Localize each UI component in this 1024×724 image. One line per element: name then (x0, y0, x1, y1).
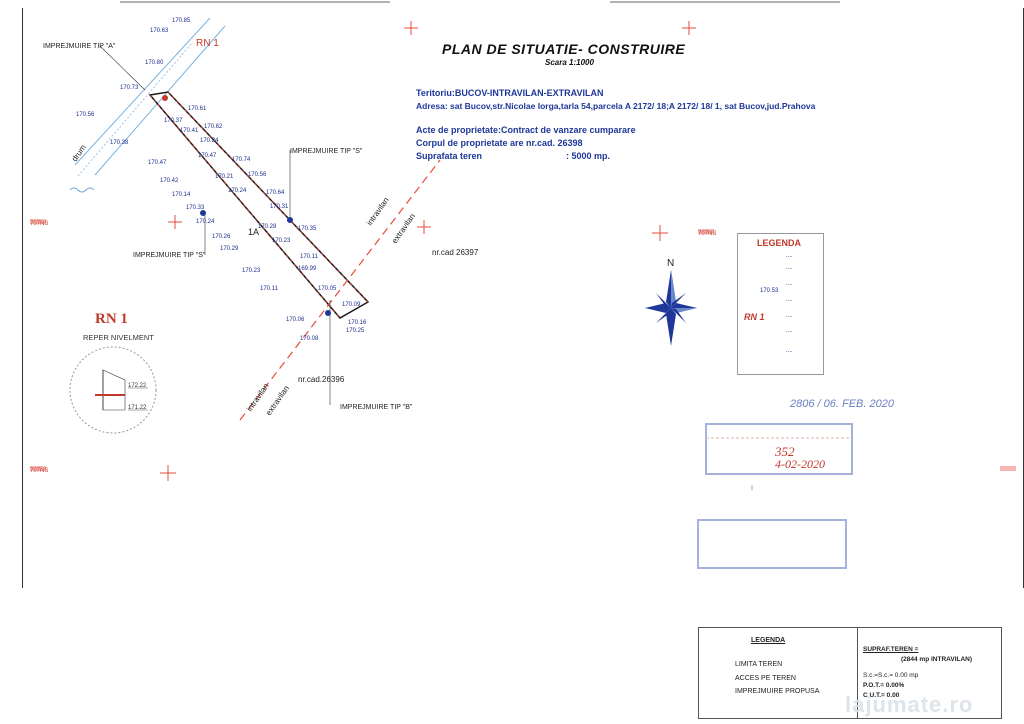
elev-point: 170.11 (260, 286, 278, 292)
elev-point: 170.05 (318, 286, 337, 292)
suprafata-value: : 5000 mp. (566, 151, 611, 161)
legend-item: .... (786, 253, 793, 259)
impreju-b-label: IMPREJMUIRE TIP "B" (340, 404, 413, 411)
plan-scale: Scara 1:1000 (545, 58, 594, 67)
nrcad-26396-label: nr.cad.26396 (298, 375, 345, 384)
elev-point: 170.61 (188, 106, 207, 112)
elev-point: 170.63 (150, 28, 169, 34)
stamp-date-1: 2806 / 06. FEB. 2020 (790, 398, 894, 410)
elev-point: 170.47 (198, 153, 217, 159)
elev-point: 170.16 (348, 320, 367, 326)
watermark: lajumate.ro (845, 692, 974, 717)
reper-value-1: 172.22 (128, 383, 147, 389)
nrcad-26397-label: nr.cad 26397 (432, 248, 479, 257)
legend-title: LEGENDA (757, 238, 802, 248)
reper-nivelment: REPER NIVELMENT (83, 333, 154, 342)
sc-value: S.c.=S.c.= 0.00 mp (863, 672, 919, 679)
elev-point: 170.56 (76, 112, 95, 118)
elev-point: 170.29 (220, 246, 239, 252)
parcel-boundary (148, 91, 370, 319)
elev-point: 170.31 (270, 204, 289, 210)
elev-point: 170.35 (298, 226, 317, 232)
legend-limita-teren: LIMITA TEREN (735, 661, 783, 668)
legend-imprejmuire-propusa: IMPREJMUIRE PROPUSA (735, 688, 820, 695)
adresa-text: Adresa: sat Bucov,str.Nicolae Iorga,tarl… (416, 101, 816, 111)
rn1-title: RN 1 (95, 311, 128, 327)
elev-point: 170.47 (148, 160, 167, 166)
impreju-s-label: IMPREJMUIRE TIP "S" (290, 148, 363, 155)
elev-point: 170.38 (110, 140, 129, 146)
grid-marker-left-2: 707NS (30, 468, 49, 474)
elev-point: 170.26 (212, 234, 231, 240)
elev-point: 170.08 (300, 336, 319, 342)
north-label: N (667, 258, 675, 269)
stamp-number: 352 (775, 444, 795, 459)
elev-point: 170.24 (228, 188, 247, 194)
legend-item: .... (786, 297, 793, 303)
elev-point: 170.85 (172, 18, 191, 24)
legend-item: .... (786, 281, 793, 287)
legend-item: .... (786, 328, 793, 334)
impreju-s2-label: IMPREJMUIRE TIP "S" (133, 252, 206, 259)
elev-point: 170.24 (196, 219, 215, 225)
compass-rose (645, 270, 697, 346)
elev-point: 170.25 (346, 328, 365, 334)
elev-point: 170.24 (200, 138, 219, 144)
elev-point: 170.09 (342, 302, 361, 308)
legend-box (737, 233, 824, 375)
plan-title: PLAN DE SITUATIE- CONSTRUIRE (442, 41, 686, 57)
legend-item: .... (786, 313, 793, 319)
elev-point: 170.11 (300, 254, 318, 260)
acte-text: Acte de proprietate:Contract de vanzare … (416, 125, 636, 135)
grid-marker-left: 707NS (30, 221, 49, 227)
elev-point: 170.42 (160, 178, 179, 184)
parcel-1a-label: 1A (248, 227, 260, 237)
grid-marker-right: 707NS (698, 231, 717, 237)
elev-point: 170.33 (186, 205, 205, 211)
elev-point: 170.37 (164, 118, 183, 124)
elev-point: 170.73 (120, 85, 139, 91)
legend-item: 170.53 (760, 288, 779, 294)
elev-point: 170.23 (272, 238, 291, 244)
elev-point: 170.74 (232, 157, 251, 163)
elev-point: 170.21 (215, 174, 234, 180)
teritoriu-text: Teritoriu:BUCOV-INTRAVILAN-EXTRAVILAN (416, 88, 604, 98)
elev-point: 170.64 (266, 190, 285, 196)
elev-point: 170.23 (242, 268, 261, 274)
cut-value: C.U.T.= 0.00 (863, 692, 900, 699)
impreju-a-label: IMPREJMUIRE TIP "A" (43, 43, 116, 50)
bottom-legend-title: LEGENDA (751, 637, 786, 644)
legend-item: .... (786, 265, 793, 271)
suprafata-intravilan: (2844 mp INTRAVILAN) (901, 656, 973, 663)
elev-point: 170.80 (145, 60, 164, 66)
legend-item: .... (786, 348, 793, 354)
bottom-legend-left: LEGENDA (699, 628, 858, 718)
elev-point: 170.56 (248, 172, 267, 178)
elev-point: 170.62 (204, 124, 223, 130)
reper-value-2: 171.22 (128, 405, 147, 411)
elev-point: 170.41 (180, 128, 199, 134)
elev-point: 170.06 (286, 317, 305, 323)
corpul-text: Corpul de proprietate are nr.cad. 26398 (416, 138, 583, 148)
pot-value: P.O.T.= 0.00% (863, 682, 905, 689)
legend-rn1: RN 1 (744, 312, 765, 322)
suprafata-teren-title: SUPRAF.TEREN = (863, 646, 919, 653)
stamp-date-2: 4-02-2020 (775, 457, 825, 471)
legend-acces-teren: ACCES PE TEREN (735, 675, 796, 682)
rn1-small-label: RN 1 (196, 38, 219, 49)
elev-point: 170.14 (172, 192, 191, 198)
elev-point: 169.99 (298, 266, 317, 272)
suprafata-label: Suprafata teren (416, 151, 483, 161)
bottom-legend-table: LEGENDA LIMITA TEREN ACCES PE TEREN IMPR… (698, 627, 1002, 719)
elev-point: 170.28 (258, 224, 277, 230)
